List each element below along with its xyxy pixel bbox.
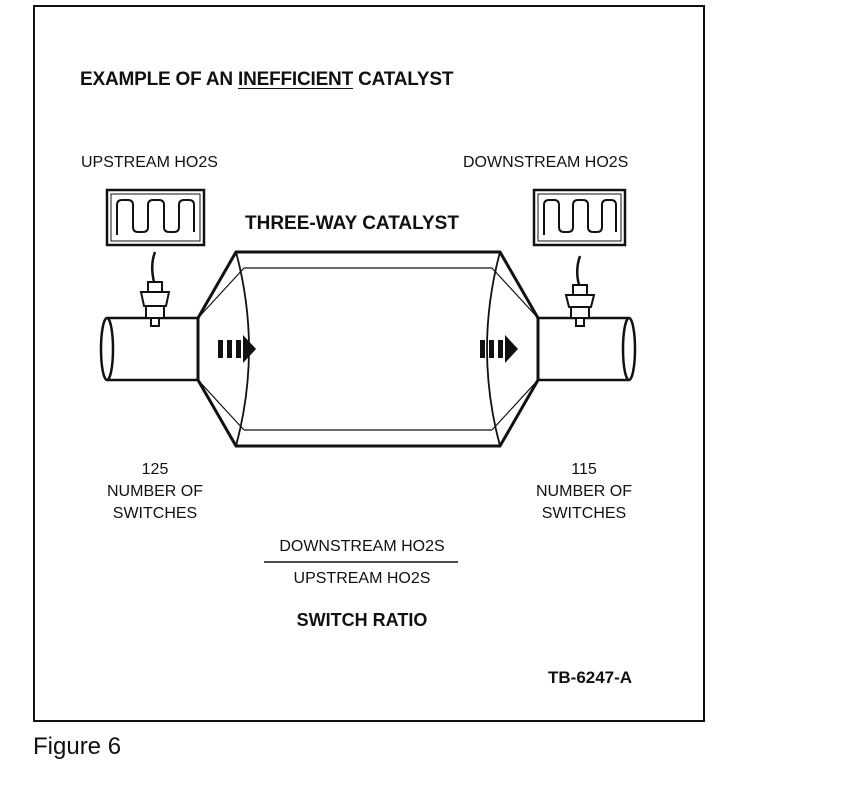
outlet-flow-arrow-icon (480, 335, 518, 363)
title-emphasis: INEFFICIENT (238, 69, 353, 90)
outlet-pipe (538, 316, 637, 382)
upstream-sensor-label: UPSTREAM HO2S (81, 154, 218, 171)
ratio-numerator: DOWNSTREAM HO2S (279, 538, 445, 555)
figure-title: EXAMPLE OF AN INEFFICIENT CATALYST (80, 69, 454, 90)
downstream-switch-count: 115 (571, 461, 597, 478)
inlet-pipe (99, 316, 200, 382)
catalyst-label: THREE-WAY CATALYST (245, 213, 459, 234)
downstream-waveform-icon (532, 188, 627, 247)
figure-code: TB-6247-A (548, 668, 633, 687)
downstream-switch-count-block: 115 NUMBER OF SWITCHES (509, 459, 659, 525)
upstream-count-label-line2: SWITCHES (112, 505, 198, 522)
upstream-waveform-icon (105, 188, 206, 247)
downstream-count-label-line1: NUMBER OF (536, 483, 632, 500)
downstream-sensor-icon (564, 284, 596, 327)
upstream-switch-count-block: 125 NUMBER OF SWITCHES (80, 459, 230, 525)
upstream-sensor-wire (151, 251, 157, 283)
upstream-sensor-icon (139, 281, 171, 327)
figure-frame (33, 5, 705, 722)
inlet-flow-arrow-icon (218, 335, 256, 363)
upstream-switch-count: 125 (141, 461, 169, 478)
figure-caption: Figure 6 (33, 733, 122, 760)
catalyst-body (196, 250, 540, 448)
downstream-sensor-wire (576, 255, 582, 286)
downstream-count-label-line2: SWITCHES (541, 505, 627, 522)
downstream-sensor-label: DOWNSTREAM HO2S (463, 154, 629, 171)
ratio-denominator: UPSTREAM HO2S (293, 570, 431, 587)
ratio-label: SWITCH RATIO (296, 610, 428, 630)
upstream-count-label-line1: NUMBER OF (107, 483, 203, 500)
